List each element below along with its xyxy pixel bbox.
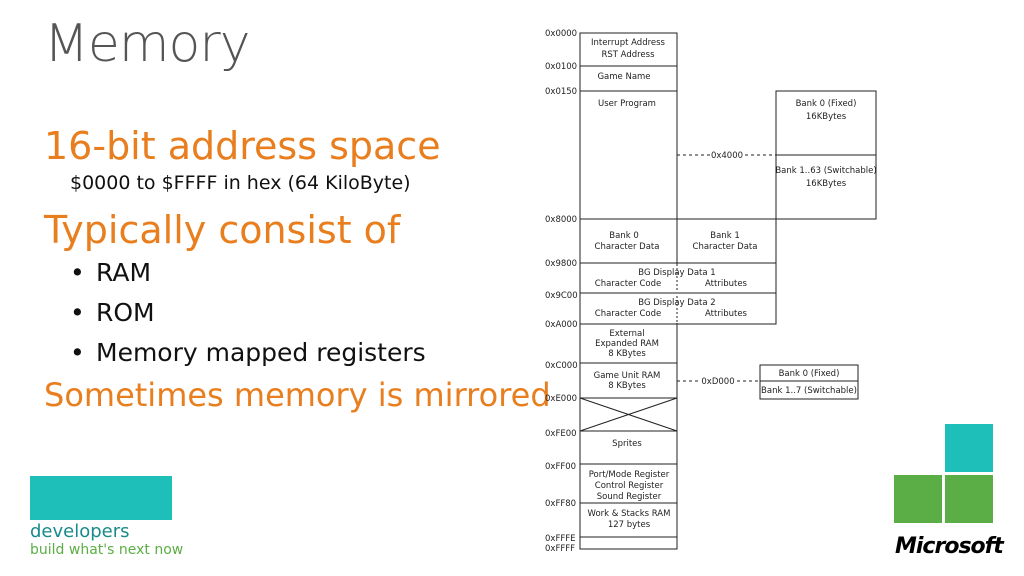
block-bg1-title: BG Display Data 1 — [638, 268, 715, 278]
bullet-registers: •Memory mapped registers — [70, 338, 426, 367]
block-game-ram-line2: 8 KBytes — [608, 381, 646, 391]
block-external-line3: 8 KBytes — [608, 349, 646, 359]
addr-0xFFFF: 0xFFFF — [545, 544, 575, 554]
ram-split-addr: 0xD000 — [701, 377, 734, 387]
slide-title: Memory — [44, 14, 250, 74]
block-interrupt-line1: Interrupt Address — [591, 38, 666, 48]
block-bg1-attr: Attributes — [705, 279, 748, 289]
block-bg1-code: Character Code — [595, 279, 661, 289]
heading-address-space: 16-bit address space — [44, 124, 441, 168]
rom-split-addr: 0x4000 — [711, 151, 743, 161]
rom-bank0-line1: Bank 0 (Fixed) — [796, 99, 857, 109]
developers-label: developers — [30, 521, 130, 542]
rom-bank1-line1: Bank 1..63 (Switchable) — [775, 166, 876, 176]
block-bg2-title: BG Display Data 2 — [638, 298, 715, 308]
addr-0xA000: 0xA000 — [545, 320, 577, 330]
addr-0x0100: 0x0100 — [545, 62, 577, 72]
block-bg2-attr: Attributes — [705, 309, 748, 319]
bullet-rom: •ROM — [70, 298, 155, 327]
block-bank0-line1: Bank 0 — [609, 231, 638, 241]
block-bg2-code: Character Code — [595, 309, 661, 319]
block-game-ram-line1: Game Unit RAM — [594, 371, 661, 381]
subtext-address-range: $0000 to $FFFF in hex (64 KiloByte) — [70, 172, 411, 194]
addr-0xFF00: 0xFF00 — [545, 462, 576, 472]
developers-banner — [30, 476, 172, 520]
block-interrupt-line2: RST Address — [601, 50, 655, 60]
heading-mirrored: Sometimes memory is mirrored — [44, 376, 551, 414]
heading-consist-of: Typically consist of — [44, 208, 401, 252]
block-ports-line1: Port/Mode Register — [589, 470, 670, 480]
bullet-ram: •RAM — [70, 258, 152, 287]
rom-bank0-line2: 16KBytes — [806, 112, 847, 122]
block-bank1-line2: Character Data — [693, 242, 758, 252]
microsoft-logo: Microsoft — [895, 534, 1004, 559]
block-bank0-line2: Character Data — [595, 242, 660, 252]
block-work-stack-line1: Work & Stacks RAM — [588, 509, 671, 519]
ram-bank0: Bank 0 (Fixed) — [779, 369, 840, 379]
block-sprites: Sprites — [612, 439, 642, 449]
addr-0x9C00: 0x9C00 — [545, 291, 578, 301]
ram-bank1: Bank 1..7 (Switchable) — [761, 386, 857, 396]
logo-tile-teal — [945, 424, 993, 472]
block-ports-line2: Control Register — [595, 481, 664, 491]
logo-tile-green-right — [945, 475, 993, 523]
addr-0xFF80: 0xFF80 — [545, 499, 576, 509]
addr-0x0150: 0x0150 — [545, 87, 577, 97]
block-user-program: User Program — [598, 99, 656, 109]
addr-0xE000: 0xE000 — [545, 394, 577, 404]
logo-tile-green-left — [894, 475, 942, 523]
addr-0xFE00: 0xFE00 — [545, 429, 577, 439]
addr-0x9800: 0x9800 — [545, 259, 577, 269]
block-ports-line3: Sound Register — [597, 492, 662, 502]
block-work-stack-line2: 127 bytes — [608, 520, 651, 530]
block-external-line2: Expanded RAM — [595, 339, 659, 349]
developers-tagline: build what's next now — [30, 542, 184, 558]
addr-0x8000: 0x8000 — [545, 215, 577, 225]
rom-bank1-line2: 16KBytes — [806, 179, 847, 189]
addr-0xC000: 0xC000 — [545, 361, 578, 371]
block-game-name: Game Name — [597, 72, 650, 82]
block-bank1-line1: Bank 1 — [710, 231, 739, 241]
addr-0xFFFE: 0xFFFE — [545, 534, 575, 544]
addr-0x0000: 0x0000 — [545, 29, 577, 39]
block-external-line1: External — [609, 329, 644, 339]
